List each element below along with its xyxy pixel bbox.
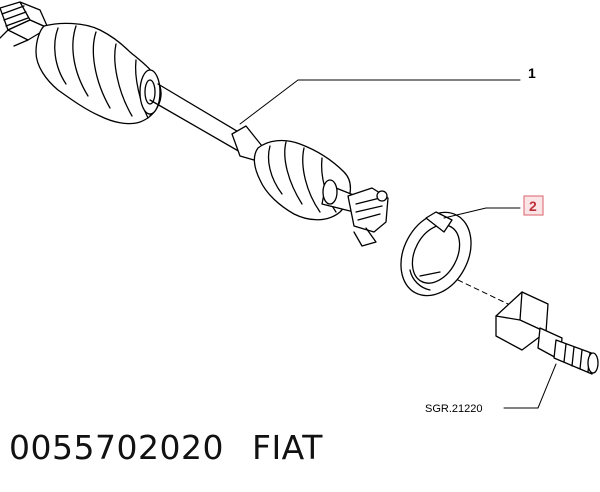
assembly-axis-line bbox=[457, 279, 509, 305]
part-number: 0055702020 bbox=[9, 428, 224, 467]
stub-axle bbox=[495, 291, 599, 375]
brand-name: FIAT bbox=[251, 428, 323, 467]
clamp-ring bbox=[400, 211, 472, 297]
callout-box-2 bbox=[523, 195, 544, 216]
callout-label-1: 1 bbox=[528, 65, 536, 81]
leader-line-2 bbox=[443, 207, 521, 219]
leader-line-1 bbox=[239, 79, 521, 125]
outer-cv-joint-boot bbox=[35, 22, 162, 125]
part-caption: 0055702020 FIAT bbox=[9, 428, 323, 467]
callout-label-2: 2 bbox=[529, 198, 537, 214]
leader-line-ref bbox=[503, 363, 557, 409]
reference-code: SGR.21220 bbox=[425, 403, 482, 415]
inner-cv-joint-boot bbox=[253, 139, 389, 247]
drive-shaft bbox=[149, 83, 263, 161]
